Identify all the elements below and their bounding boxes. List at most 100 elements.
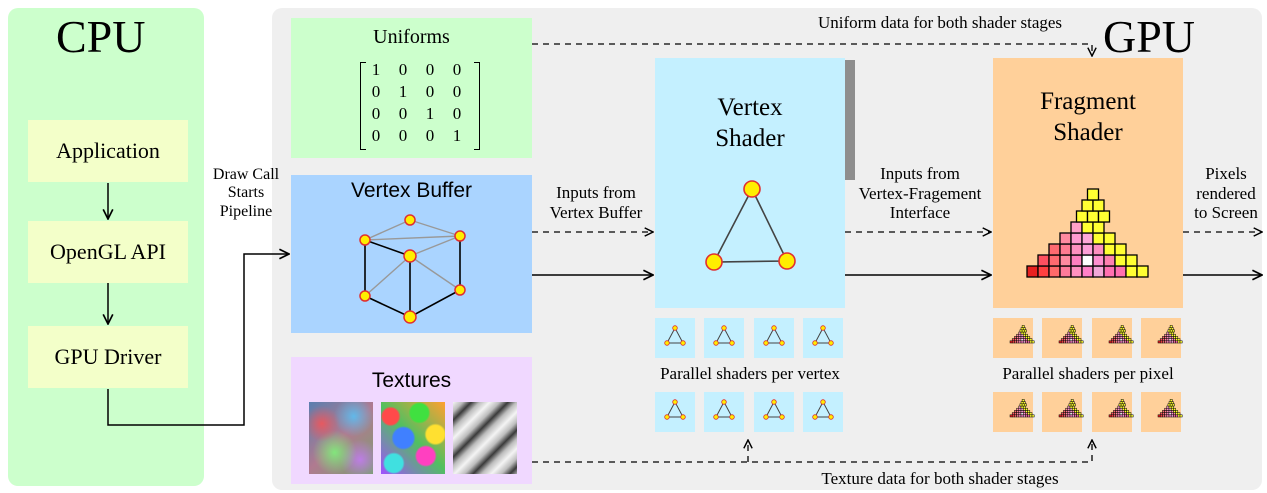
cell-texture-2 [381, 402, 445, 474]
pixel-cell [1169, 325, 1173, 328]
pixel-cell [1126, 412, 1130, 416]
texture-data-label: Texture data for both shader stages [821, 469, 1059, 488]
pixel-cell [1020, 327, 1024, 331]
pixel-cell [1117, 407, 1121, 411]
pixel-cell [1128, 340, 1132, 344]
mini-triangle-icons [664, 325, 834, 420]
fragment-shader-title-line1: Fragment [1040, 88, 1136, 115]
pixel-cell [1022, 410, 1026, 413]
pixel-cell [1170, 327, 1174, 331]
pixel-cell [1074, 333, 1077, 337]
pixel-cell [1020, 336, 1024, 339]
mini-triangle-icon [812, 399, 834, 420]
pixel-cell [1071, 412, 1075, 416]
pixel-cell [1018, 414, 1022, 418]
draw-call-line3: Pipeline [219, 202, 273, 220]
pixel-cell [1168, 340, 1172, 344]
pixel-pyramid-icon [1026, 188, 1149, 278]
pixel-cell [1071, 338, 1075, 342]
pixel-cell [1031, 414, 1035, 418]
pixel-cell [1110, 338, 1114, 342]
pixel-cell [1168, 331, 1172, 335]
pixel-cell [1119, 338, 1123, 342]
pixel-cell [1113, 336, 1116, 339]
pixel-cell [1081, 254, 1094, 267]
matrix-cell: 0 [452, 60, 462, 79]
pixel-cell [1115, 338, 1119, 342]
pixel-cell [1168, 405, 1172, 409]
pixel-cell [1081, 265, 1094, 278]
pixels-line2: rendered [1196, 183, 1256, 203]
mini-pyramid-icon [1058, 325, 1084, 344]
parallel-vertex-shader [754, 392, 794, 432]
pixel-cell [1125, 265, 1138, 278]
pixel-cell [1076, 414, 1080, 418]
parallel-vertex-shader [754, 318, 794, 358]
pixel-cell [1021, 399, 1025, 402]
pixel-cell [1065, 414, 1069, 418]
pixel-cell [1162, 336, 1165, 339]
pixel-cell [1103, 232, 1116, 245]
pixel-cell [1126, 338, 1130, 342]
pixel-cell [1119, 407, 1123, 411]
pixel-cell [1175, 414, 1179, 418]
pixel-cell [1018, 405, 1022, 409]
pixel-cell [1092, 254, 1105, 267]
matrix-right-bracket [474, 62, 480, 150]
pixel-cell [1027, 412, 1031, 416]
pixel-cell [1018, 338, 1022, 342]
pixel-cell [1074, 340, 1077, 344]
pixel-cell [1164, 410, 1168, 413]
mini-triangle-icon [713, 399, 735, 420]
pixel-cell [1086, 188, 1100, 201]
pixel-cell [1113, 414, 1116, 418]
pixel-cell [1070, 243, 1083, 256]
pixel-cell [1021, 325, 1025, 328]
textures-title: Textures [371, 369, 452, 392]
pixel-cell [1037, 265, 1050, 278]
pixel-cell [1170, 410, 1174, 413]
pixel-cell [1081, 243, 1094, 256]
pixel-cell [1069, 401, 1073, 405]
pixel-cell [1081, 221, 1094, 234]
pixel-cell [1124, 336, 1127, 339]
pixel-cell [1108, 340, 1112, 344]
pixel-cell [1022, 412, 1026, 416]
pixel-cell [1059, 265, 1072, 278]
pixel-cell [1179, 340, 1183, 344]
pixel-cell [1027, 340, 1031, 344]
pixel-cell [1069, 412, 1073, 416]
pixel-cell [1166, 336, 1170, 339]
pixel-cell [1168, 336, 1172, 339]
mini-pyramid-icon [1157, 325, 1183, 344]
pixel-cell [1169, 329, 1173, 333]
pixel-cell [1018, 410, 1022, 413]
pixel-cell [1070, 399, 1074, 402]
pixel-cell [1074, 338, 1077, 342]
pixel-cell [1130, 414, 1134, 418]
pixel-cell [1058, 414, 1062, 418]
pixel-cell [1167, 403, 1171, 407]
pixel-cell [1168, 338, 1172, 342]
pixel-cell [1119, 333, 1123, 337]
pixel-cell [1069, 405, 1073, 409]
pixel-cell [1086, 210, 1100, 223]
pixel-cell [1170, 340, 1174, 344]
stripe-texture-3 [453, 402, 517, 474]
pixel-cell [1063, 410, 1066, 413]
pixel-cell [1076, 410, 1080, 413]
pixel-cell [1173, 414, 1176, 418]
cpu-title: CPU [56, 11, 146, 62]
pixel-cell [1020, 414, 1024, 418]
pixel-cell [1170, 414, 1174, 418]
draw-call-line2: Starts [227, 184, 265, 202]
inputs-vf-line2: Vertex-Fragement [858, 183, 982, 203]
pixel-cell [1119, 336, 1123, 339]
pixel-cell [1121, 405, 1125, 409]
pixel-cell [1128, 414, 1132, 418]
matrix-left-bracket [360, 62, 366, 150]
mini-pyramid-icon [1108, 325, 1134, 344]
pixel-cell [1126, 340, 1130, 344]
pixel-cell [1018, 412, 1022, 416]
pixel-cell [1022, 333, 1026, 337]
